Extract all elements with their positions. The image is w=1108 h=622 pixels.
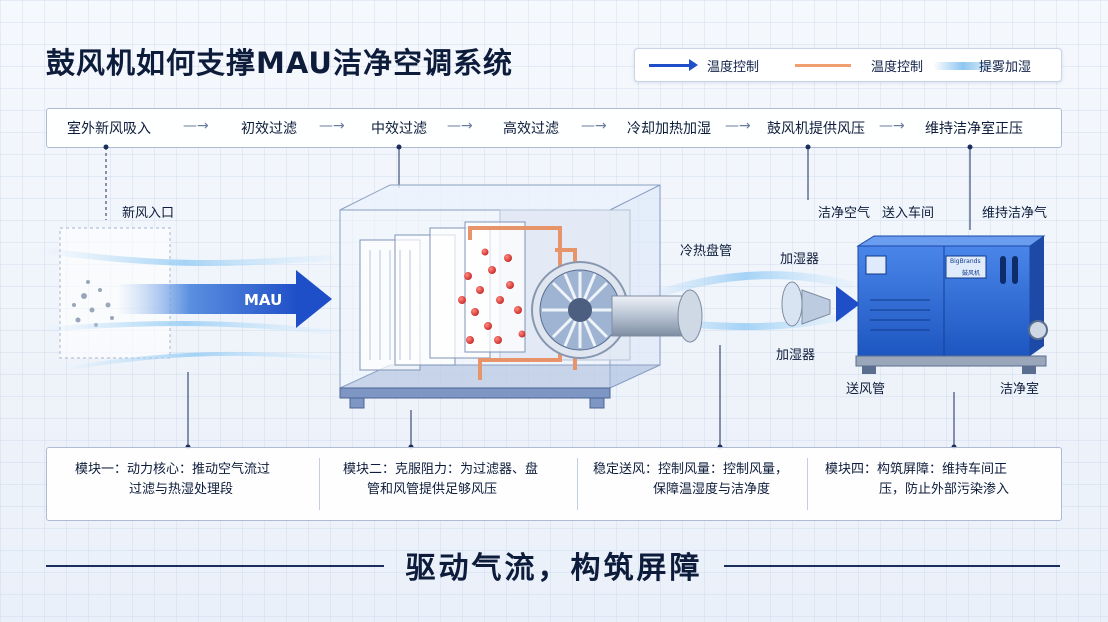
step-outdoor-intake: 室外新风吸入 — [67, 121, 151, 137]
step-cleanroom-pressure: 维持洁净室正压 — [925, 121, 1023, 137]
humidifier-label-top: 加湿器 — [780, 252, 820, 267]
coil-label: 冷热盘管 — [680, 244, 733, 259]
step-primary-filter: 初效过滤 — [241, 121, 297, 137]
legend-label-3: 提雾加湿 — [979, 60, 1032, 75]
humidifier-label-bottom: 加湿器 — [776, 348, 816, 363]
module-divider — [319, 458, 320, 510]
legend-arrowhead-icon — [689, 59, 698, 71]
cleanroom-cabinet — [855, 235, 1048, 374]
mau-base-frame — [339, 387, 611, 409]
legend-label-1: 温度控制 — [707, 60, 760, 75]
slogan: 驱动气流，构筑屏障 — [405, 551, 703, 586]
step-arrow-icon: —→ — [319, 118, 345, 134]
mau-flow-arrow — [118, 270, 332, 328]
module-1: 模块一：动力核心：推动空气流过 过滤与热湿处理段 — [75, 460, 270, 500]
step-cool-heat-humidify: 冷却加热加湿 — [627, 121, 711, 137]
module-4-line2: 压，防止外部污染渗入 — [879, 482, 1010, 497]
legend-label-2: 温度控制 — [871, 60, 924, 75]
duct-label: 送风管 — [846, 382, 886, 397]
inlet-label: 新风入口 — [122, 206, 175, 221]
step-arrow-icon: —→ — [183, 118, 209, 134]
module-2-line2: 管和风管提供足够风压 — [367, 482, 498, 497]
step-blower-pressure: 鼓风机提供风压 — [767, 121, 865, 137]
module-1-line2: 过滤与热湿处理段 — [129, 482, 234, 497]
clean-air-label: 洁净空气 — [818, 206, 871, 221]
module-2: 模块二：克服阻力：为过滤器、盘 管和风管提供足够风压 — [343, 460, 538, 500]
step-arrow-icon: —→ — [879, 118, 905, 134]
supply-arrowhead-icon — [836, 286, 860, 322]
module-divider — [577, 458, 578, 510]
module-1-line1: 模块一：动力核心：推动空气流过 — [75, 462, 271, 477]
step-arrow-icon: —→ — [447, 118, 473, 134]
connector-lines — [105, 147, 971, 447]
slogan-line-right — [724, 565, 1060, 567]
step-medium-filter: 中效过滤 — [371, 121, 427, 137]
cleanroom-label: 洁净室 — [1000, 382, 1040, 397]
particle-cluster — [458, 248, 526, 344]
slogan-line-left — [46, 565, 384, 567]
cabinet-brand-cn-label: 鼓风机 — [962, 270, 981, 277]
module-4-line1: 模块四：构筑屏障：维持车间正 — [825, 462, 1008, 477]
legend-swatch-mist — [933, 62, 993, 70]
to-workshop-label: 送入车间 — [882, 206, 935, 221]
blower-fan — [531, 261, 629, 359]
connector-dot — [103, 144, 109, 150]
module-4: 模块四：构筑屏障：维持车间正 压，防止外部污染渗入 — [825, 460, 1009, 500]
connector-dot — [805, 144, 811, 150]
modules-panel: 模块一：动力核心：推动空气流过 过滤与热湿处理段 模块二：克服阻力：为过滤器、盘… — [46, 447, 1062, 521]
step-arrow-icon: —→ — [725, 118, 751, 134]
module-3: 稳定送风：控制风量：控制风量， 保障温湿度与洁净度 — [593, 460, 788, 500]
module-3-line1: 稳定送风：控制风量：控制风量， — [593, 462, 789, 477]
step-hepa-filter: 高效过滤 — [503, 121, 559, 137]
legend-swatch-orange-line — [795, 64, 851, 67]
filter-panels — [359, 221, 526, 371]
legend: 温度控制 温度控制 提雾加湿 — [634, 48, 1062, 82]
mau-label: MAU — [244, 291, 283, 309]
module-divider — [807, 458, 808, 510]
process-flow-bar: 室外新风吸入 —→ 初效过滤 —→ 中效过滤 —→ 高效过滤 —→ 冷却加热加湿… — [46, 108, 1062, 148]
keep-clean-label: 维持洁净气 — [982, 206, 1048, 221]
module-2-line1: 模块二：克服阻力：为过滤器、盘 — [343, 462, 539, 477]
cabinet-brand-label: BigBrands — [950, 258, 981, 265]
legend-swatch-blue-arrow — [649, 64, 691, 67]
page-title: 鼓风机如何支撑MAU洁净空调系统 — [46, 46, 513, 80]
step-arrow-icon: —→ — [581, 118, 607, 134]
module-3-line2: 保障温湿度与洁净度 — [653, 482, 771, 497]
supply-duct — [611, 289, 703, 343]
connector-dot — [967, 144, 973, 150]
humidifier-nozzle — [781, 281, 831, 327]
connector-dot — [396, 144, 402, 150]
